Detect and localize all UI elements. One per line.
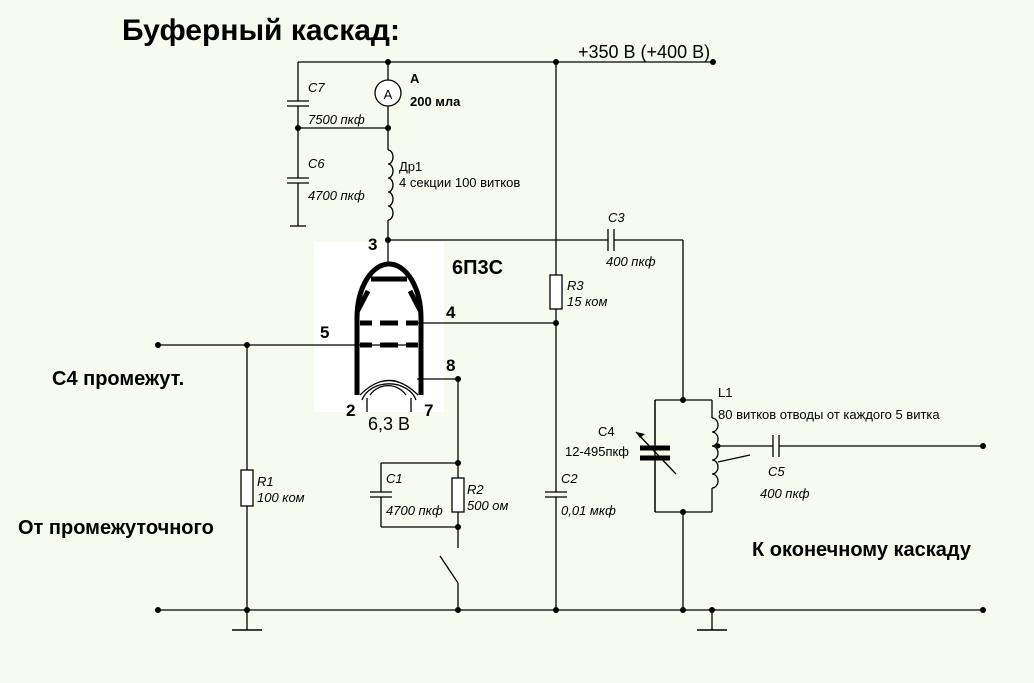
choke-label: Др1 [399,159,422,174]
r3-label: R3 [567,278,584,293]
c7-label: C7 [308,80,325,95]
heater-voltage-label: 6,3 В [368,414,410,434]
c1-label: C1 [386,471,403,486]
r2-value: 500 ом [467,498,509,513]
c5-label: C5 [768,464,785,479]
pin-3-label: 3 [368,235,377,254]
pin-2-label: 2 [346,401,355,420]
input-label-c4: С4 промежут. [52,368,184,390]
c2-label: C2 [561,471,578,486]
c7-value: 7500 пкф [308,112,365,127]
cathode-circuit [370,379,465,610]
grid-input-wiring [158,342,418,610]
page-title: Буферный каскад: [122,14,400,47]
c5-value: 400 пкф [760,486,810,501]
ammeter [374,62,402,150]
choke-value: 4 секции 100 витков [399,175,520,190]
c1-value: 4700 пкф [386,503,443,518]
pin-5-label: 5 [320,323,329,342]
anode-wiring [387,229,684,400]
ammeter-label: А [410,71,420,86]
ammeter-value: 200 мла [410,94,461,109]
r1-value: 100 ком [257,490,305,505]
ammeter-symbol: A [384,87,393,102]
choke-inductor [385,149,394,243]
tube-leads [366,322,556,412]
tank-circuit [635,397,986,610]
l1-value: 80 витков отводы от каждого 5 витка [718,407,940,422]
input-label-source: От промежуточного [18,517,214,539]
tube-type-label: 6П3С [452,257,503,279]
r1-label: R1 [257,474,274,489]
c6-label: C6 [308,156,325,171]
screen-supply [545,62,567,610]
c4-value: 12-495пкф [565,444,629,459]
c2-value: 0,01 мкф [561,503,616,518]
supply-voltage-label: +350 В (+400 В) [578,42,710,62]
c3-label: C3 [608,210,625,225]
output-label: К оконечному каскаду [752,539,972,561]
l1-label: L1 [718,385,732,400]
c6-value: 4700 пкф [308,188,365,203]
pin-7-label: 7 [424,401,433,420]
c4-label: C4 [598,424,615,439]
c3-value: 400 пкф [606,254,656,269]
pin-8-label: 8 [446,356,455,375]
bypass-capacitors [287,62,391,227]
r3-value: 15 ком [567,294,607,309]
pin-4-label: 4 [446,303,456,322]
r2-label: R2 [467,482,484,497]
ground-rail [155,342,986,631]
